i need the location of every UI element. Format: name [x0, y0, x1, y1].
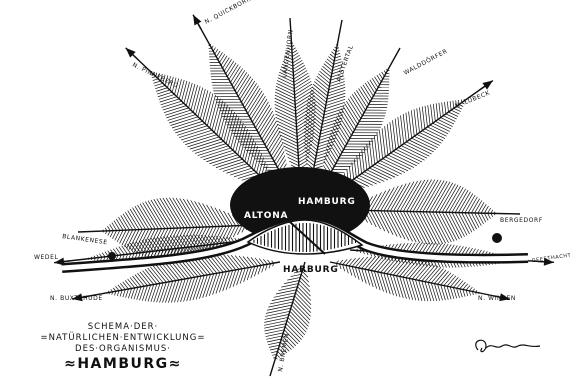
blankenese-marker	[108, 252, 116, 260]
ray-label-winsen: N. WINSEN	[478, 295, 516, 302]
title-line-4: ≈HAMBURG≈	[8, 355, 238, 373]
city-label-hamburg: HAMBURG	[298, 197, 356, 207]
bergedorf-marker	[492, 233, 502, 243]
title-line-2: =NATÜRLICHEN·ENTWICKLUNG=	[8, 333, 238, 344]
ray-label-alstertal: ALSTERTAL	[335, 44, 355, 83]
ray-label-bremen: N. BREMEN	[277, 332, 291, 372]
ray-label-buxtehude: N. BUXTEHUDE	[50, 295, 103, 302]
arrowshaft-wedel	[54, 261, 70, 263]
title-line-1: SCHEMA·DER·	[8, 322, 238, 333]
feather-langenhorn	[275, 18, 316, 185]
title-line-3: DES·ORGANISMUS·	[8, 344, 238, 355]
ray-label-blankenese: BLANKENESE	[62, 233, 108, 246]
ray-label-luebeck: N. LÜBECK	[454, 89, 492, 110]
title-block: SCHEMA·DER· =NATÜRLICHEN·ENTWICKLUNG= DE…	[8, 322, 238, 373]
artist-signature	[476, 340, 540, 351]
arrowshaft-pinneberg	[126, 48, 138, 59]
ray-label-wedel: WEDEL	[34, 254, 59, 261]
ray-label-quickborn: N. QUICKBORN	[204, 0, 253, 26]
city-label-altona: ALTONA	[244, 211, 288, 221]
ray-label-walddoerfer: WALDDÖRFER	[403, 48, 449, 77]
ray-label-bergedorf: BERGEDORF	[500, 217, 543, 224]
feather-bremen	[264, 262, 311, 376]
city-label-harburg: HARBURG	[283, 265, 339, 275]
